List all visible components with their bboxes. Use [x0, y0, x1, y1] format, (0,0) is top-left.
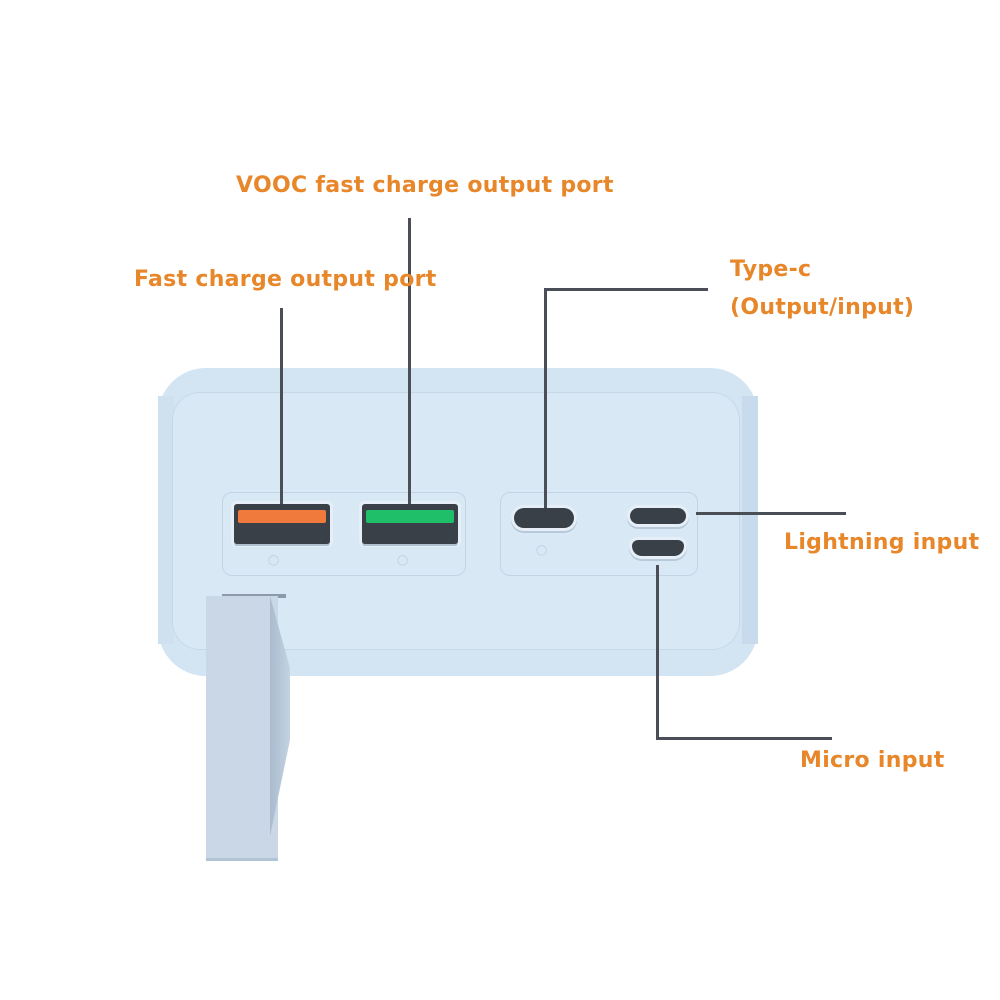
port-icon-mark: ◯ [536, 545, 548, 556]
micro-leader-line-vertical [656, 565, 659, 739]
fast-charge-leader-line [280, 308, 283, 504]
body-left-edge [158, 396, 174, 644]
lanyard-strap [206, 596, 278, 861]
type-c-leader-line-horizontal [544, 288, 708, 291]
port-icon-mark: ◯ [397, 555, 409, 566]
lightning-leader-line [696, 512, 846, 515]
typec-port-group-outline [500, 492, 698, 576]
vooc-port-label: VOOC fast charge output port [236, 173, 614, 198]
fast-charge-usb-port [234, 504, 330, 544]
port-icon-mark: ◯ [268, 555, 280, 566]
micro-leader-line-horizontal [656, 737, 832, 740]
fast-charge-port-tongue [238, 510, 326, 523]
vooc-usb-port [362, 504, 458, 544]
vooc-port-tongue [366, 510, 454, 523]
lightning-port [630, 508, 686, 524]
usb-port-group-outline [222, 492, 466, 576]
fast-charge-port-label: Fast charge output port [134, 267, 437, 292]
micro-input-label: Micro input [800, 748, 945, 773]
type-c-sublabel: (Output/input) [730, 295, 915, 320]
body-right-edge [742, 396, 758, 644]
vooc-leader-line [408, 218, 411, 504]
micro-usb-port [632, 540, 684, 556]
type-c-leader-line-vertical [544, 288, 547, 508]
type-c-label: Type-c [730, 257, 812, 282]
type-c-port [514, 508, 574, 528]
lightning-input-label: Lightning input [784, 530, 980, 555]
